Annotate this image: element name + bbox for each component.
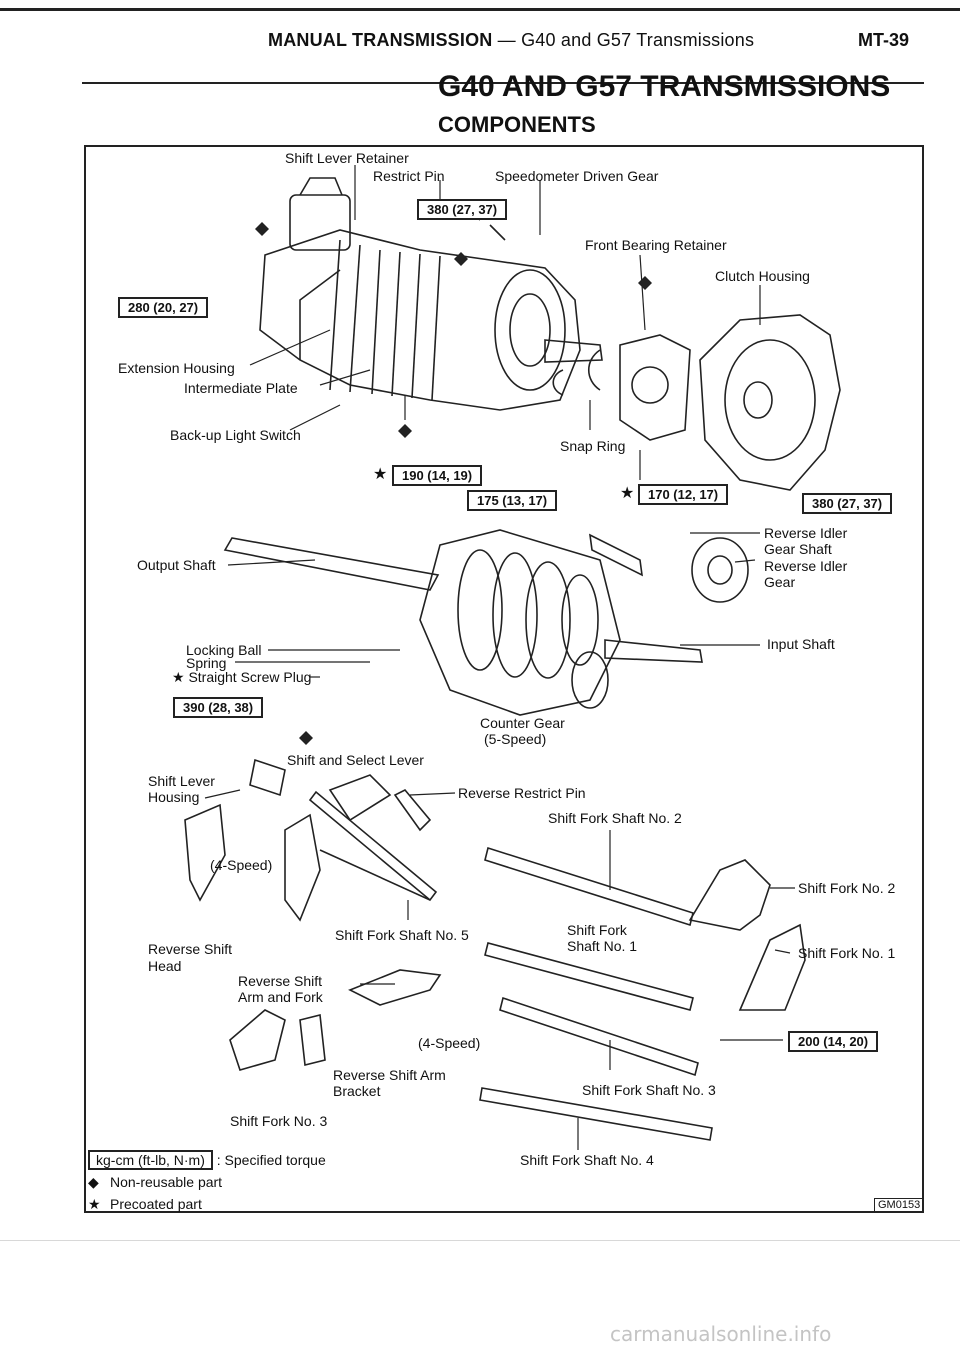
label-reverse-shift-arm-fork-1: Reverse Shift: [238, 973, 323, 989]
diamond-icon: ◆: [88, 1174, 99, 1190]
legend-non-reusable-text: Non-reusable part: [110, 1174, 223, 1190]
label-spring: Spring: [186, 655, 227, 671]
label-shift-lever-housing-2: Housing: [148, 789, 200, 805]
torque-box-175: 175 (13, 17): [467, 490, 558, 511]
torque-box-380-top: 380 (27, 37): [417, 199, 508, 220]
figure-code: GM0153: [874, 1198, 925, 1212]
label-snap-ring: Snap Ring: [560, 438, 626, 454]
label-shift-fork-shaft-no2: Shift Fork Shaft No. 2: [548, 810, 682, 826]
label-shift-and-select-lever: Shift and Select Lever: [287, 752, 424, 768]
label-shift-lever-housing-1: Shift Lever: [148, 773, 215, 789]
diagram-frame: [84, 145, 924, 1213]
label-extension-housing: Extension Housing: [118, 360, 235, 376]
label-intermediate-plate: Intermediate Plate: [184, 380, 298, 396]
label-shift-fork-shaft-no1-b: Shaft No. 1: [567, 938, 638, 954]
label-reverse-idler-gear-2: Gear: [764, 574, 796, 590]
legend-non-reusable: ◆ Non-reusable part: [88, 1174, 222, 1191]
section-title-rest: — G40 and G57 Transmissions: [492, 30, 755, 50]
legend-precoated-text: Precoated part: [110, 1196, 202, 1212]
label-restrict-pin: Restrict Pin: [373, 168, 445, 184]
label-clutch-housing: Clutch Housing: [715, 268, 810, 284]
marker-symbols: [255, 222, 652, 745]
section-subtitle: COMPONENTS: [438, 112, 596, 137]
top-rule: [0, 8, 960, 11]
gear-cluster-drawing: [223, 529, 749, 716]
label-shift-fork-shaft-no1-a: Shift Fork: [567, 922, 627, 938]
label-shift-fork-shaft-no4: Shift Fork Shaft No. 4: [520, 1152, 654, 1168]
label-reverse-idler-gear-shaft-1: Reverse Idler: [764, 525, 848, 541]
transmission-case-drawing: [259, 177, 603, 411]
page-number: MT-39: [858, 30, 910, 50]
label-shift-lever-retainer: Shift Lever Retainer: [285, 150, 409, 166]
label-input-shaft: Input Shaft: [767, 636, 835, 652]
torque-box-390: 390 (28, 38): [173, 697, 264, 718]
page-title: G40 AND G57 TRANSMISSIONS: [438, 70, 891, 103]
label-reverse-shift-arm-bracket-2: Bracket: [333, 1083, 381, 1099]
torque-box-190: 190 (14, 19): [392, 465, 483, 486]
bottom-rule: [0, 1240, 960, 1241]
label-reverse-shift-head-1: Reverse Shift: [148, 941, 233, 957]
label-reverse-idler-gear-1: Reverse Idler: [764, 558, 848, 574]
label-shift-fork-shaft-no5: Shift Fork Shaft No. 5: [335, 927, 469, 943]
label-locking-ball: Locking Ball: [186, 642, 262, 658]
page-header: MANUAL TRANSMISSION — G40 and G57 Transm…: [0, 30, 960, 84]
label-reverse-shift-head-2: Head: [148, 958, 182, 974]
section-title-bold: MANUAL TRANSMISSION: [268, 30, 493, 50]
torque-box-280: 280 (20, 27): [118, 297, 209, 318]
label-four-speed: (4-Speed): [210, 857, 273, 873]
legend-torque: kg-cm (ft-lb, N·m) : Specified torque: [88, 1150, 326, 1170]
shift-mechanism-drawing: [184, 758, 806, 1141]
label-shift-fork-no2: Shift Fork No. 2: [798, 880, 896, 896]
label-five-speed: (5-Speed): [484, 731, 547, 747]
label-straight-screw-plug-text: Straight Screw Plug: [188, 669, 312, 685]
legend-precoated: ★ Precoated part: [88, 1196, 202, 1213]
leader-lines: [204, 165, 795, 1150]
torque-box-170: 170 (12, 17): [638, 484, 729, 505]
torque-box-200: 200 (14, 20): [788, 1031, 879, 1052]
label-shift-fork-no3: Shift Fork No. 3: [230, 1113, 328, 1129]
label-output-shaft: Output Shaft: [137, 557, 216, 573]
label-shift-fork-shaft-no3: Shift Fork Shaft No. 3: [582, 1082, 716, 1098]
legend-unit-box: kg-cm (ft-lb, N·m): [88, 1150, 213, 1170]
label-shift-fork-no1: Shift Fork No. 1: [798, 945, 896, 961]
label-speedometer-driven-gear: Speedometer Driven Gear: [495, 168, 659, 184]
label-straight-screw-plug: ★ Straight Screw Plug: [172, 669, 312, 685]
label-back-up-light-switch: Back-up Light Switch: [170, 427, 301, 443]
watermark: carmanualsonline.info: [610, 1322, 832, 1346]
label-reverse-shift-arm-bracket-1: Reverse Shift Arm: [333, 1067, 446, 1083]
label-front-bearing-retainer: Front Bearing Retainer: [585, 237, 727, 253]
label-reverse-restrict-pin: Reverse Restrict Pin: [458, 785, 586, 801]
star-icon: ★: [373, 466, 388, 483]
label-counter-gear: Counter Gear: [480, 715, 565, 731]
label-four-speed-2: (4-Speed): [418, 1035, 481, 1051]
label-reverse-shift-arm-fork-2: Arm and Fork: [238, 989, 323, 1005]
clutch-housing-drawing: [552, 314, 841, 491]
header-rule: [82, 82, 924, 84]
label-reverse-idler-gear-shaft-2: Gear Shaft: [764, 541, 832, 557]
star-icon: ★: [88, 1196, 101, 1212]
torque-box-380-right: 380 (27, 37): [802, 493, 893, 514]
legend-unit-desc: : Specified torque: [216, 1152, 326, 1168]
star-icon: ★: [620, 485, 635, 502]
section-title: MANUAL TRANSMISSION — G40 and G57 Transm…: [268, 30, 754, 51]
